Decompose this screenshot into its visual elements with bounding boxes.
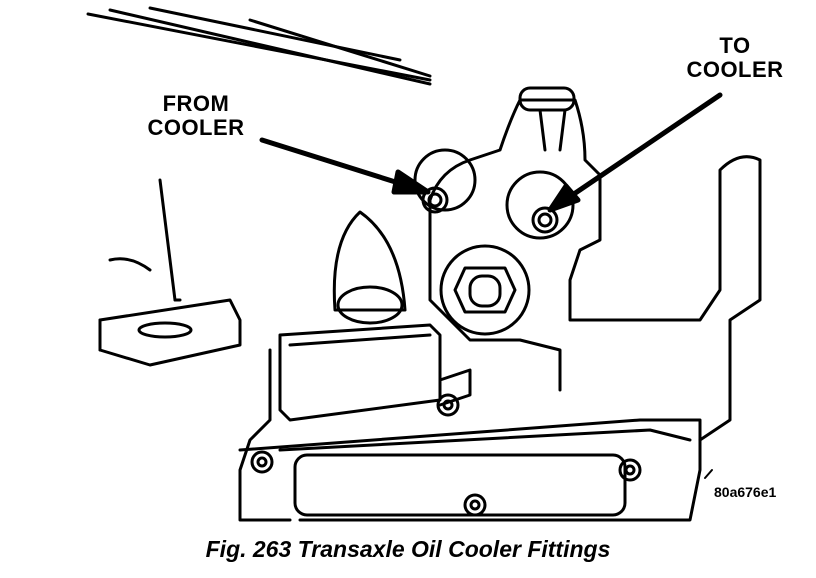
- code-leader: [704, 469, 713, 479]
- transaxle-housing: [238, 86, 762, 522]
- hood-streaks: [86, 6, 432, 86]
- figure-caption: Fig. 263 Transaxle Oil Cooler Fittings: [205, 536, 611, 562]
- figure-code: 80a676e1: [714, 484, 777, 500]
- to-cooler-line1: TO: [719, 33, 751, 58]
- to-cooler-fitting: [505, 170, 575, 240]
- from-cooler-line2: COOLER: [147, 115, 245, 140]
- pressure-sensor: [439, 244, 531, 336]
- from-cooler-arrow: [259, 137, 431, 195]
- from-cooler-line1: FROM: [162, 91, 230, 116]
- to-cooler-line2: COOLER: [686, 57, 784, 82]
- to-cooler-arrow: [547, 92, 723, 213]
- to-cooler-label: TO COOLER: [680, 34, 790, 82]
- from-cooler-label: FROM COOLER: [136, 92, 256, 140]
- left-bracket: [98, 178, 242, 367]
- connector-block: [278, 323, 442, 422]
- from-cooler-fitting: [413, 148, 477, 214]
- cone-plug: [332, 210, 407, 325]
